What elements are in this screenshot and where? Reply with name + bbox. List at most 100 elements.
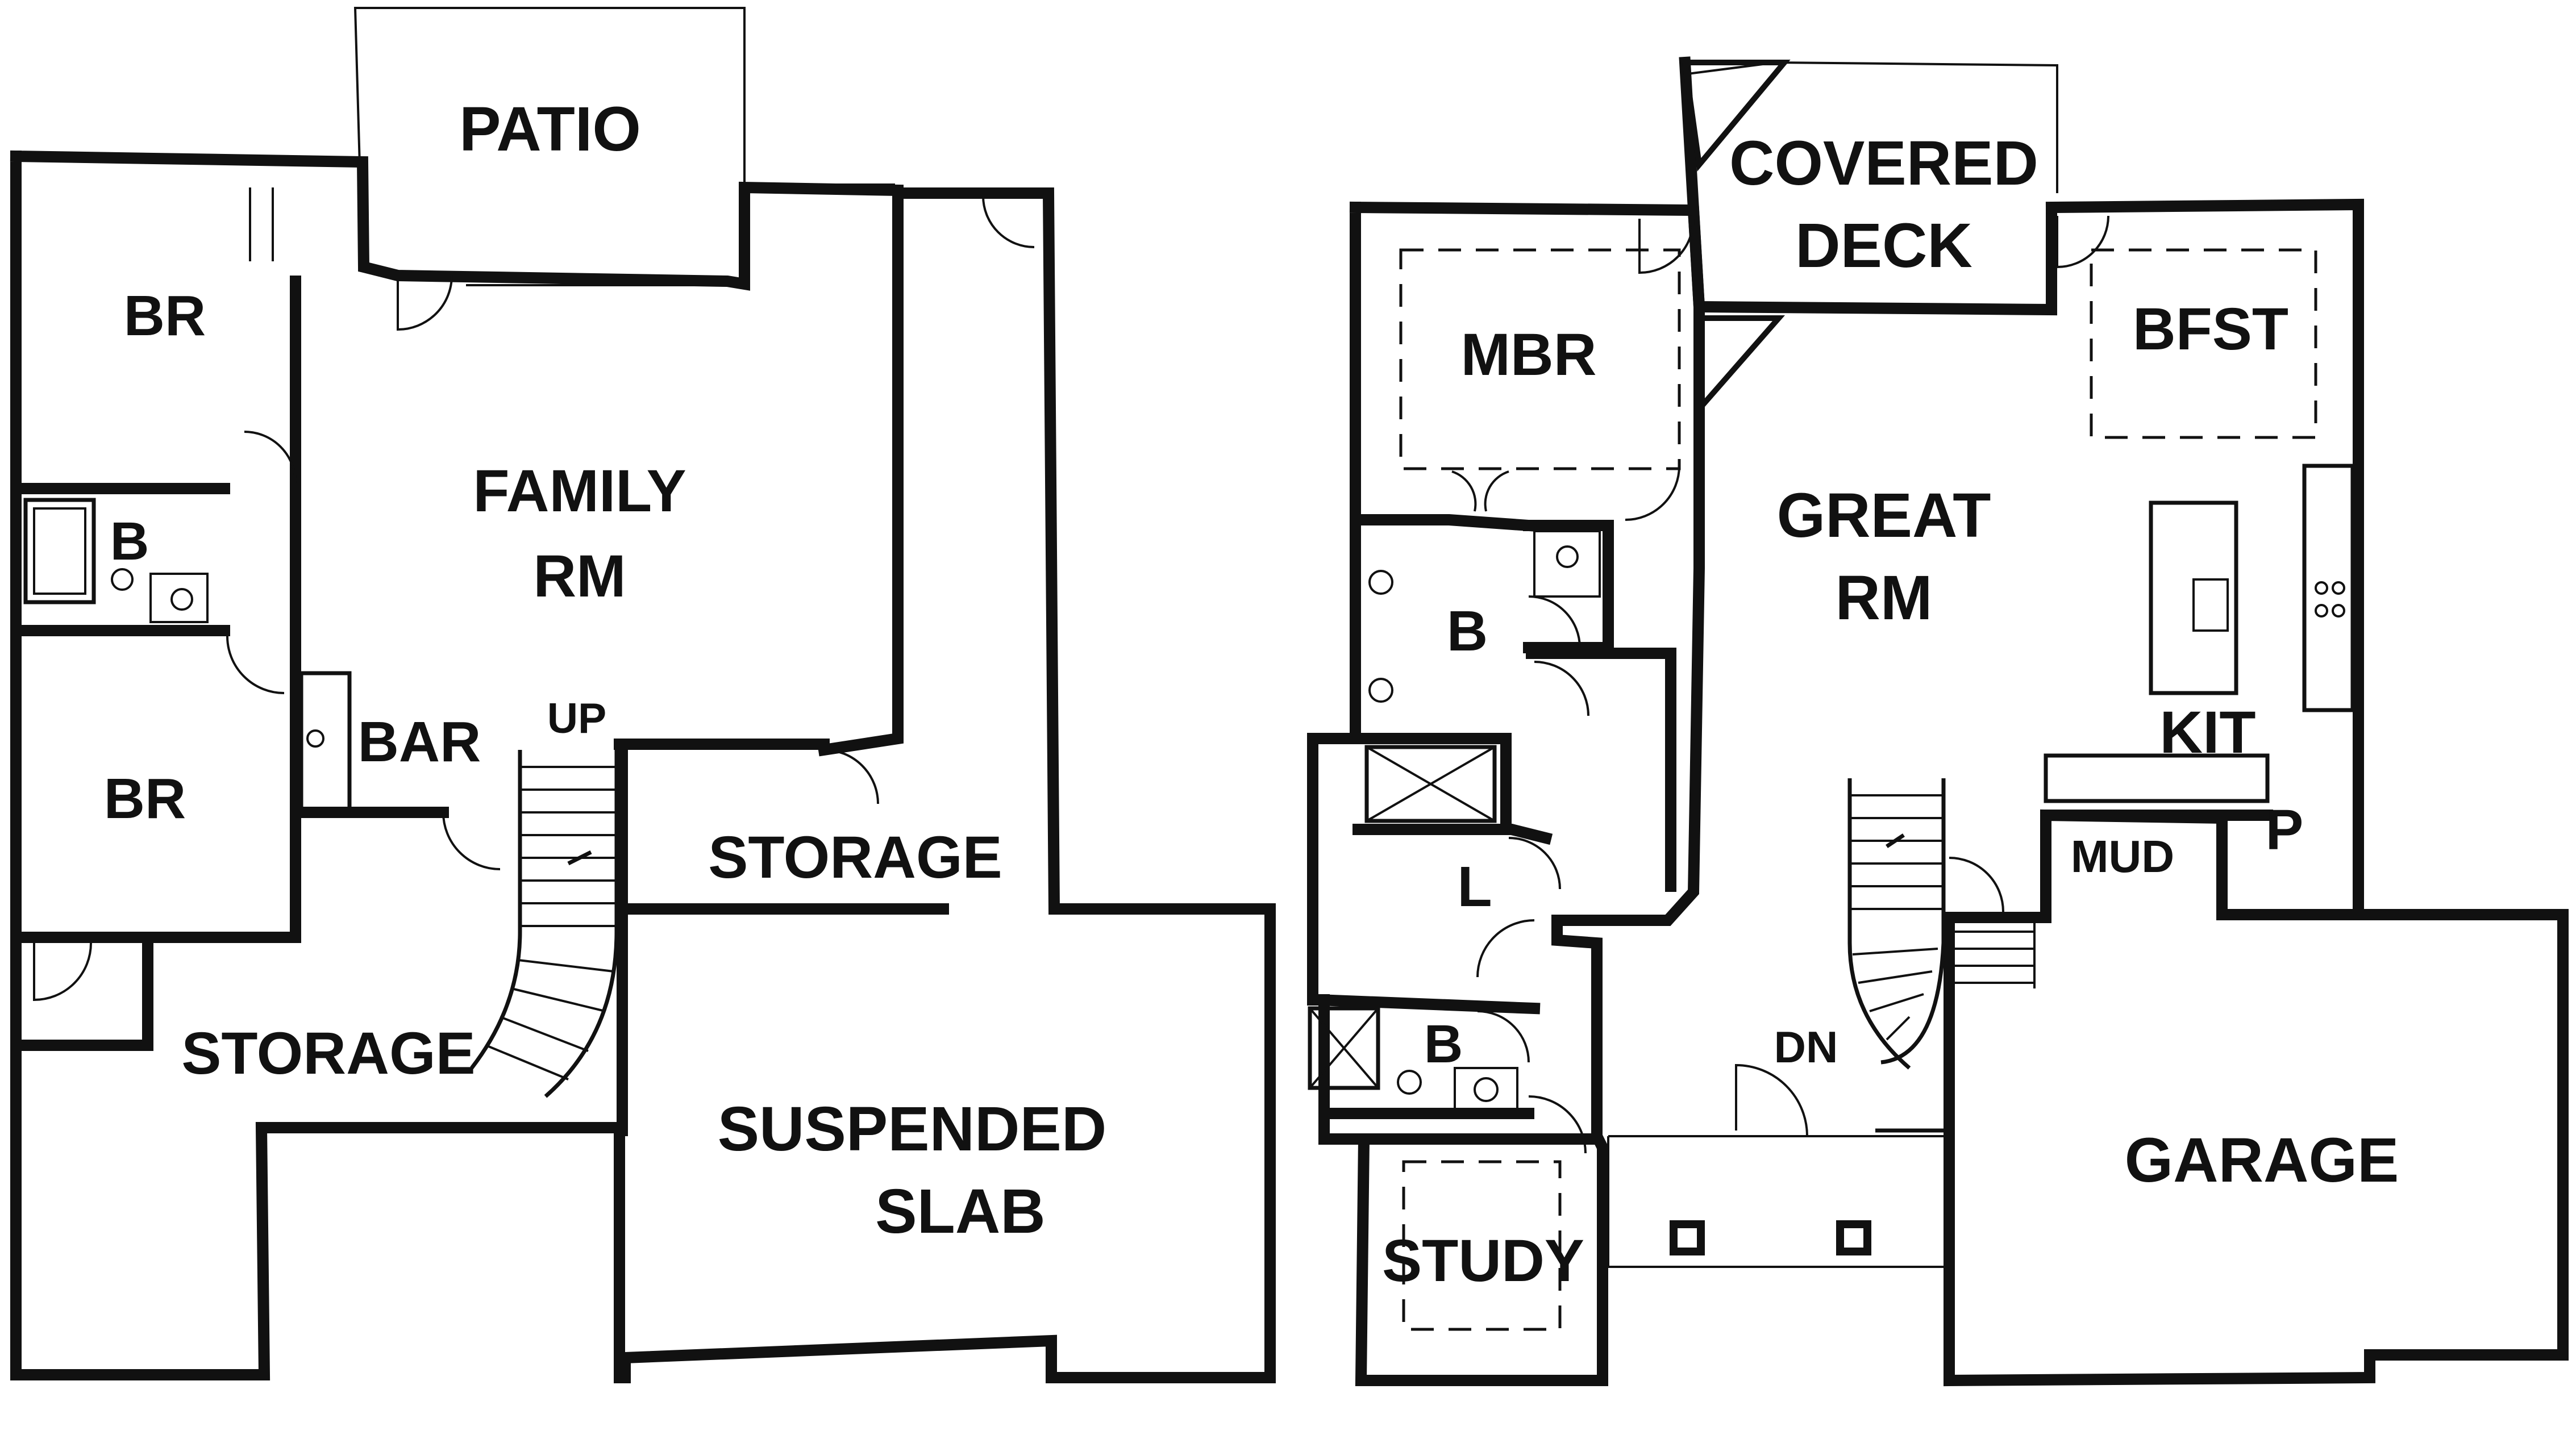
kitchen-peninsula [2044, 753, 2270, 803]
bath-sink [111, 568, 134, 591]
label-study: STUDY [1382, 1228, 1584, 1294]
label-br-top: BR [124, 284, 206, 348]
porch-outline [1607, 1136, 1944, 1268]
label-garage: GARAGE [2125, 1125, 2399, 1195]
label-suspended-slab-1: SUSPENDED [718, 1094, 1107, 1164]
main-wall-bath2 [1312, 994, 1541, 1015]
patio-door-swing [397, 275, 453, 331]
label-br-bottom: BR [104, 767, 186, 831]
bath2-shower [1308, 1006, 1380, 1090]
kitchen-island [2149, 500, 2238, 695]
closet-door-swing [33, 942, 92, 1002]
storage-door-swing [823, 749, 879, 804]
label-storage-left: STORAGE [181, 1020, 475, 1087]
main-level-plan: COVERED DECK MBR BFST GREAT RM B KIT MUD… [1307, 56, 2569, 1387]
study-ceiling [1402, 1160, 1562, 1331]
label-kit: KIT [2159, 699, 2255, 766]
laundry-door [1508, 837, 1561, 890]
closet-door [1534, 661, 1589, 716]
label-bar: BAR [358, 710, 481, 774]
label-bath2: B [1424, 1014, 1463, 1074]
label-laundry: L [1457, 855, 1492, 919]
bfst-door-swing [2056, 215, 2109, 269]
main-wall-closet [1526, 648, 1676, 892]
island-sink [2192, 578, 2229, 632]
patio-outline [353, 7, 746, 265]
study-door [1528, 1095, 1587, 1154]
range-burner-2 [2332, 581, 2345, 595]
bath2-door [1477, 1010, 1530, 1063]
bath2-sink [1397, 1070, 1422, 1095]
mbath-toilet [1556, 545, 1579, 568]
range-burner-4 [2332, 604, 2345, 618]
lower-stair [470, 750, 619, 1098]
double-closet-door [249, 187, 274, 261]
lower-level-plan: PATIO BR FAMILY RM B BR BAR UP STORAGE S… [10, 7, 1276, 1383]
main-wall-mbr-bottom [1350, 514, 1535, 532]
label-family-rm-2: RM [533, 543, 626, 610]
range-burner-3 [2315, 604, 2328, 618]
garage-steps [1949, 917, 2036, 988]
mbath-sink-1 [1368, 570, 1393, 595]
label-bath: B [110, 511, 149, 572]
mbath-toilet-room [1533, 530, 1601, 598]
main-stair-outer [1847, 778, 1911, 1070]
main-stair-arrow [1886, 833, 1905, 848]
stair-stringer-outer [470, 750, 522, 1070]
bath2-vanity [1454, 1067, 1518, 1112]
mbr-double-door [1451, 470, 1509, 512]
label-great-rm-1: GREAT [1777, 481, 1991, 550]
deck-door-swing [1638, 218, 1695, 274]
shower-x [1364, 745, 1497, 823]
bar-door-swing [442, 812, 501, 870]
bathtub-inner [33, 507, 86, 595]
storage2-door-swing [982, 195, 1035, 248]
lower-wall-closet [10, 932, 153, 1051]
lower-wall-br-right [10, 276, 301, 943]
label-dn: DN [1774, 1022, 1838, 1072]
mbath-sink-2 [1368, 678, 1393, 703]
covered-deck-wall [1679, 56, 2057, 316]
hall-door [1476, 919, 1535, 978]
front-door [1735, 1063, 1808, 1137]
main-wall-laundry [1355, 824, 1553, 845]
br2-door-swing [226, 636, 285, 694]
label-storage-center: STORAGE [708, 824, 1002, 891]
label-up: UP [547, 694, 606, 742]
label-master-bath: B [1447, 599, 1488, 663]
main-stair [1847, 778, 1946, 1070]
stair-arrow [567, 850, 592, 866]
fireplace-top [1682, 60, 1791, 172]
toilet [170, 588, 193, 611]
porch-post-left [1670, 1220, 1705, 1255]
covered-deck-outline [1687, 61, 2058, 193]
main-stair-inner [1880, 778, 1946, 1065]
mbr-ceiling [1399, 248, 1681, 470]
label-suspended-slab-2: SLAB [875, 1177, 1045, 1246]
label-mud: MUD [2071, 831, 2174, 882]
bfst-ceiling [2090, 248, 2317, 439]
bar-sink [306, 729, 324, 748]
bar-counter [299, 671, 352, 812]
label-mbr: MBR [1460, 322, 1596, 388]
label-patio: PATIO [459, 94, 641, 164]
lower-outer-wall [10, 150, 1276, 1383]
kitchen-counter [2302, 464, 2355, 712]
label-pantry: P [2266, 798, 2304, 862]
mbr-hall-door [1625, 465, 1680, 521]
label-covered-deck-2: DECK [1795, 211, 1972, 281]
toilet-door [1528, 595, 1581, 648]
garage-door-swing [1949, 857, 2004, 912]
label-family-rm-1: FAMILY [473, 458, 686, 524]
bathtub [23, 498, 96, 604]
range-burner [2315, 581, 2328, 595]
label-covered-deck-1: COVERED [1729, 128, 2038, 198]
lower-wall-family-right [817, 187, 904, 757]
br-door-swing [244, 431, 297, 483]
porch-post-right [1836, 1220, 1871, 1255]
label-bfst: BFST [2133, 296, 2288, 362]
label-great-rm-2: RM [1835, 563, 1932, 633]
bath2-toilet [1474, 1077, 1499, 1102]
bath-vanity [149, 573, 209, 623]
